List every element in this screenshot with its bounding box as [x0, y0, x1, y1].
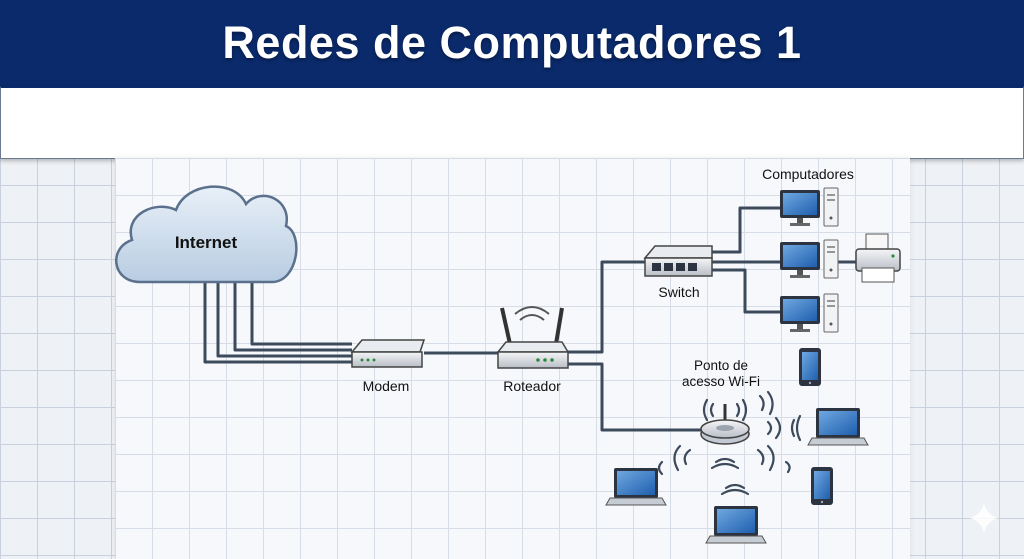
laptop-icon [807, 407, 869, 446]
laptop-icon [605, 467, 667, 506]
access-point-label-line1: Ponto de [694, 358, 748, 373]
switch-label: Switch [658, 284, 699, 300]
router-icon [496, 306, 570, 369]
wifi-waves [657, 390, 802, 496]
smartphone-icon [799, 348, 821, 386]
smartphone-icon [811, 467, 833, 505]
computers-label: Computadores [762, 166, 854, 182]
access-point-label-line2: acesso Wi-Fi [682, 374, 760, 389]
internet-label: Internet [175, 233, 238, 252]
printer-icon [855, 233, 901, 283]
laptop-icon [705, 505, 767, 544]
router-label: Roteador [503, 378, 561, 394]
computer-icon [779, 187, 839, 227]
cables [203, 206, 858, 432]
switch-icon [643, 245, 713, 277]
header-bar: Redes de Computadores 1 [0, 0, 1024, 86]
cloud-icon [115, 185, 298, 284]
wifi-access-point-icon [700, 404, 750, 445]
modem-icon [350, 339, 426, 368]
modem-label: Modem [363, 378, 410, 394]
page-title: Redes de Computadores 1 [222, 17, 802, 68]
computer-icon [779, 239, 839, 279]
computer-icon [779, 293, 839, 333]
sparkle-icon [970, 503, 998, 533]
